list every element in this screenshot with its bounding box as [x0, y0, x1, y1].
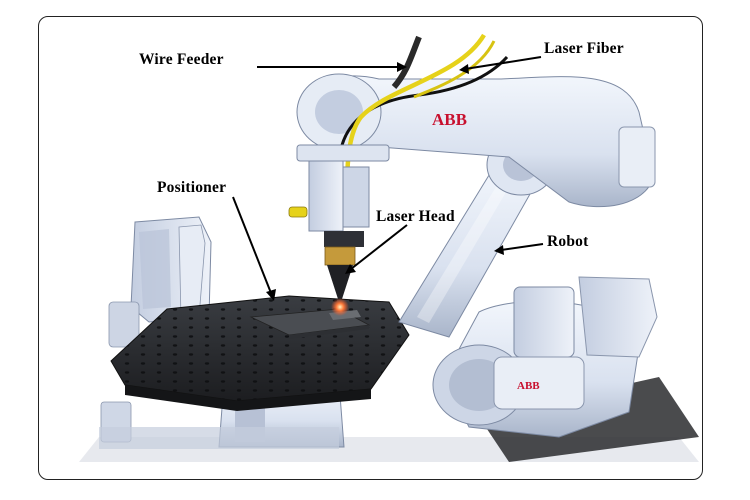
robot-upper-arm: ABB	[296, 73, 656, 208]
robot-label: Robot	[547, 233, 589, 250]
laser-head	[288, 144, 390, 316]
positioner-label: Positioner	[157, 179, 227, 196]
base-logo: ABB	[517, 380, 540, 392]
robot-base: ABB	[432, 276, 658, 438]
laser-head-label: Laser Head	[376, 208, 455, 225]
robot-cell-illustration: ABB ABB	[79, 33, 699, 462]
arm-logo: ABB	[432, 110, 467, 129]
melt-spot	[331, 298, 349, 316]
figure-frame: ABB ABB	[38, 16, 703, 480]
wire-feeder-label: Wire Feeder	[139, 51, 224, 68]
annotation-arrows	[232, 56, 544, 301]
laser-fiber-label: Laser Fiber	[544, 40, 624, 57]
